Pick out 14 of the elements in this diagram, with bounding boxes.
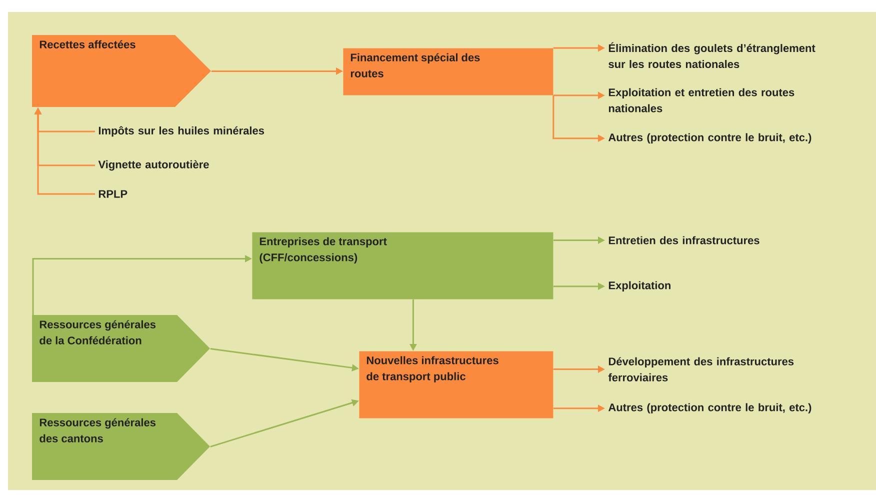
item-label: Développement des infrastructures ferroviaires <box>608 357 794 382</box>
process-box: Entreprises de transport (CFF/concessions) <box>252 232 554 300</box>
item-label: Élimination des goulets d’étranglement sur les routes nationales <box>608 42 816 68</box>
item-label: Entretien des infrastructures <box>608 236 760 244</box>
process-box: Nouvelles infrastructures de transport public <box>359 351 554 418</box>
item-label: Exploitation et entretien des routes nationales <box>608 88 794 112</box>
item-label: Vignette autoroutière <box>98 160 209 171</box>
item-label: Exploitation <box>608 281 670 292</box>
pentagon-box: Recettes affectées <box>32 35 211 107</box>
item-label: Autres (protection contre le bruit, etc.) <box>608 133 812 144</box>
process-box: Financement spécial des routes <box>343 48 554 96</box>
item-label: RPLP <box>98 190 128 198</box>
item-label: Impôts sur les huiles minérales <box>98 126 264 137</box>
item-label: Autres (protection contre le bruit, etc.) <box>608 403 812 414</box>
